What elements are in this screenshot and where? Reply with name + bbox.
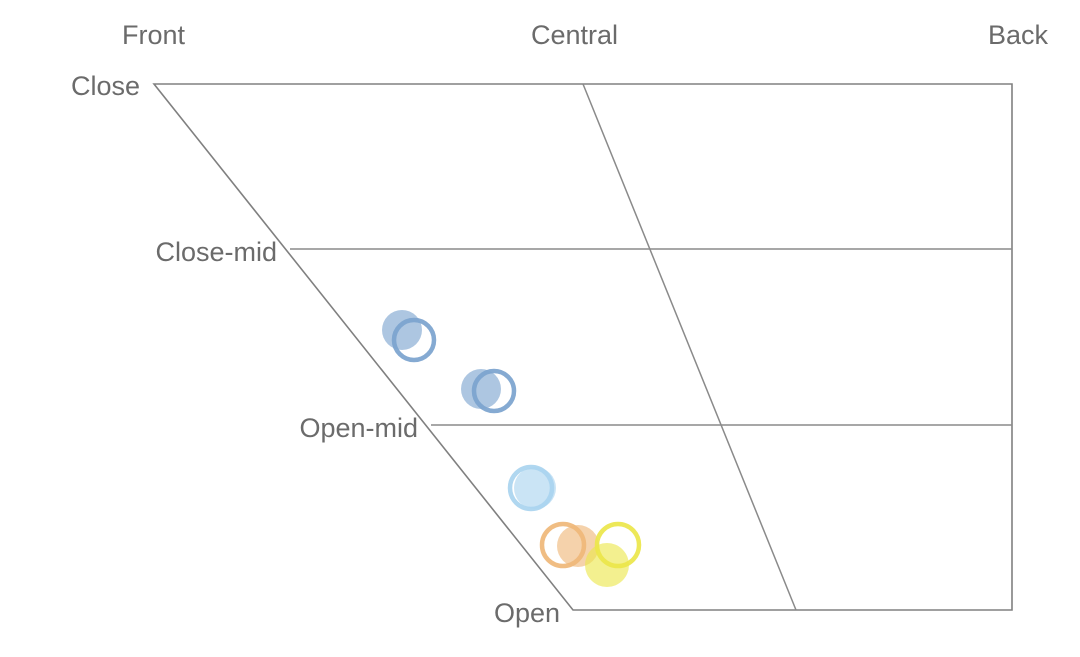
- marker-outline-vowel-4: [539, 521, 587, 569]
- marker-filled-vowel-2: [461, 369, 501, 409]
- axis-label-back: Back: [988, 20, 1049, 50]
- axis-label-open: Open: [494, 598, 560, 628]
- vertical-gridlines: [582, 83, 797, 611]
- data-point-vowel-3: [507, 464, 556, 512]
- data-point-markers: [382, 310, 642, 587]
- marker-outline-vowel-2: [471, 368, 517, 414]
- axis-label-open-mid: Open-mid: [299, 413, 418, 443]
- marker-outline-vowel-3: [507, 464, 555, 512]
- marker-outline-vowel-1: [391, 317, 437, 363]
- data-point-vowel-2: [461, 368, 517, 414]
- marker-outline-vowel-5: [594, 521, 642, 569]
- data-point-vowel-5: [585, 521, 642, 587]
- axis-label-close-mid: Close-mid: [155, 237, 277, 267]
- gridline-vertical-0: [582, 83, 797, 611]
- data-point-vowel-1: [382, 310, 437, 363]
- axis-label-central: Central: [531, 20, 618, 50]
- vowel-quadrilateral-outline: [152, 83, 1013, 611]
- axis-label-close: Close: [71, 71, 140, 101]
- marker-filled-vowel-3: [514, 467, 556, 509]
- axis-label-front: Front: [122, 20, 186, 50]
